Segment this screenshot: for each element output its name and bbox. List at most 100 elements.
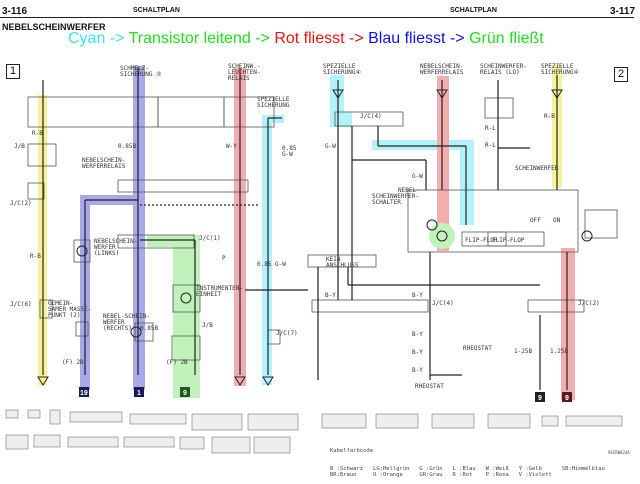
wire-b-y-3: B-Y — [412, 331, 423, 338]
label-scheinw-relais-2: LEUCHTEN- — [228, 69, 261, 76]
wire-g-w-2: G-W — [412, 173, 423, 180]
legend-title: Kabelfarbcode — [330, 448, 374, 454]
caption-green: Transistor leitend -> — [128, 30, 275, 47]
label-scheinwerfer: SCHEINWERFER — [515, 165, 559, 172]
label-schmelz: SCHMELZ- — [120, 65, 149, 72]
wire-w-y: W-Y — [226, 143, 237, 150]
label-jc1: J/C(1) — [199, 235, 221, 242]
lamp-icon — [426, 219, 438, 231]
label-nebel-rechts-2: WERFER — [103, 319, 125, 326]
wire-0-85-gw-2: G-W — [282, 151, 293, 158]
wire-r-b: R-B — [32, 130, 43, 137]
label-instrumenten-2: EINHEIT — [196, 291, 222, 298]
arrow-icon — [37, 376, 49, 386]
wire-0-85b: 0.85B — [118, 143, 136, 150]
lamp-icon — [76, 245, 88, 257]
label-nebel-relais-left: NEBELSCHEIN- — [82, 157, 125, 164]
wire-b-y-4: B-Y — [412, 349, 423, 356]
label-nebel-links-2: WERFER — [94, 244, 116, 251]
label-kein-anschluss-2: ANSCHLUSS — [326, 262, 359, 269]
label-speziell-2: SICHERUNG — [257, 102, 290, 109]
wire-g-w: G-W — [325, 143, 336, 150]
wire-1-25b-2: 1.25B — [550, 348, 568, 355]
highlight-blue-right — [133, 66, 145, 390]
caption-blue: Blau fliesst -> — [368, 30, 470, 47]
label-kein-anschluss: KEIN — [326, 256, 341, 263]
connector-diagrams — [5, 409, 623, 454]
label-flipflop-2: FLIP-FLOP — [492, 237, 525, 244]
terminal-symbols — [37, 89, 593, 386]
wire-0-85-gw: 0.85 — [282, 145, 297, 152]
transistor-icon — [581, 230, 593, 242]
page-number-left: 3-116 — [2, 6, 28, 17]
wiring-diagram: SCHMELZ- SICHERUNG ⑤ SCHEINW.- LEUCHTEN-… — [5, 63, 623, 454]
caption-cyan: Cyan -> — [68, 30, 129, 47]
arrow-icon — [234, 376, 246, 386]
ground-label: 19 — [80, 390, 88, 397]
page-marker-right: 2 — [614, 67, 628, 82]
highlight-cyan-right-v — [460, 140, 474, 225]
page-number-right: 3-117 — [610, 6, 636, 17]
diagram-labels: SCHMELZ- SICHERUNG ⑤ SCHEINW.- LEUCHTEN-… — [10, 63, 600, 390]
label-jc4-top: J/C(4) — [360, 113, 382, 120]
wire-1-25b: 1-25B — [514, 348, 532, 355]
label-nebel-rechts: NEBEL-SCHEIN- — [103, 313, 150, 320]
transistor-icon — [436, 230, 448, 242]
wire-r-b-3: R-B — [544, 113, 555, 120]
highlight-green-transistor — [429, 223, 455, 249]
highlight-cyan-top — [262, 115, 284, 123]
diagram-title: NEBELSCHEINWERFER — [2, 22, 106, 32]
highlight-cyan-left — [262, 115, 272, 385]
caption-green-2: Grün fließt — [469, 30, 544, 47]
label-speziell-right: SPEZIELLE — [323, 63, 356, 70]
label-scheinw-relais-3: RELAIS — [228, 75, 250, 82]
lamp-icon — [180, 292, 192, 304]
label-speziell-4-2: SICHERUNG④ — [541, 69, 579, 76]
label-nebel-relais-2: WERFERRELAIS — [420, 69, 464, 76]
label-off: OFF — [530, 217, 541, 224]
highlight-bands — [38, 65, 575, 400]
section-title-right: SCHALTPLAN — [450, 7, 497, 14]
arrow-icon — [551, 89, 563, 99]
page-marker-left: 1 — [6, 64, 20, 79]
label-nebel-links: NEBELSCHEIN- — [94, 238, 137, 245]
label-jc7: J/C(7) — [276, 330, 298, 337]
wire-f-2b-2: (F) 2B — [166, 359, 188, 366]
label-jb-2: J/B — [202, 322, 213, 329]
label-flipflop-1: FLIP-FLOP — [465, 237, 498, 244]
label-nebel-schalter: NEBEL- — [398, 187, 420, 194]
label-rheostat: RHEOSTAT — [463, 345, 492, 352]
wire-b-y: B-Y — [325, 292, 336, 299]
highlight-red-right-2 — [561, 248, 575, 400]
wire-p: P — [222, 255, 226, 262]
label-instrumenten: INSTRUMENTEN- — [196, 285, 243, 292]
wires — [42, 68, 568, 390]
arrow-icon — [332, 89, 344, 99]
caption-red: Rot fliesst -> — [274, 30, 369, 47]
wire-b-y-5: B-Y — [412, 367, 423, 374]
ground-label: 9 — [183, 390, 187, 397]
wire-b-y-2: B-Y — [412, 292, 423, 299]
flow-caption: Cyan -> Transistor leitend -> Rot fliess… — [68, 30, 544, 48]
label-nebel-relais-left-2: WERFERRELAIS — [82, 163, 126, 170]
label-lo-relais: SCHEINWERFER- — [480, 63, 527, 70]
label-jb: J/B — [14, 143, 25, 150]
wire-r-b-2: R-B — [30, 253, 41, 260]
label-nebel-schalter-3: SCHALTER — [372, 199, 401, 206]
label-nebel-relais: NEBELSCHEIN- — [420, 63, 463, 70]
ground-labels: 19 1 9 9 9 — [80, 390, 569, 402]
label-nebel-schalter-2: SCHEINWERFER- — [372, 193, 419, 200]
ground-markers — [79, 387, 572, 402]
highlight-cyan-right-h — [372, 140, 472, 150]
wire-r-l: R-L — [485, 125, 496, 132]
ground-label: 9 — [565, 395, 569, 402]
label-lo-relais-2: RELAIS (LO) — [480, 69, 520, 76]
label-gemeinsamer: GEMEIN- — [48, 300, 73, 307]
label-speziell: SPEZIELLE — [257, 96, 290, 103]
wire-0-85b-2: 0.85B — [140, 325, 158, 332]
lamp-icon — [130, 326, 142, 338]
label-nebel-links-3: (LINKS) — [94, 250, 119, 257]
ground-label: 1 — [137, 390, 141, 397]
label-scheinw-relais: SCHEINW.- — [228, 63, 261, 70]
wire-0-85-gw-3: 0.85 G-W — [257, 261, 286, 268]
